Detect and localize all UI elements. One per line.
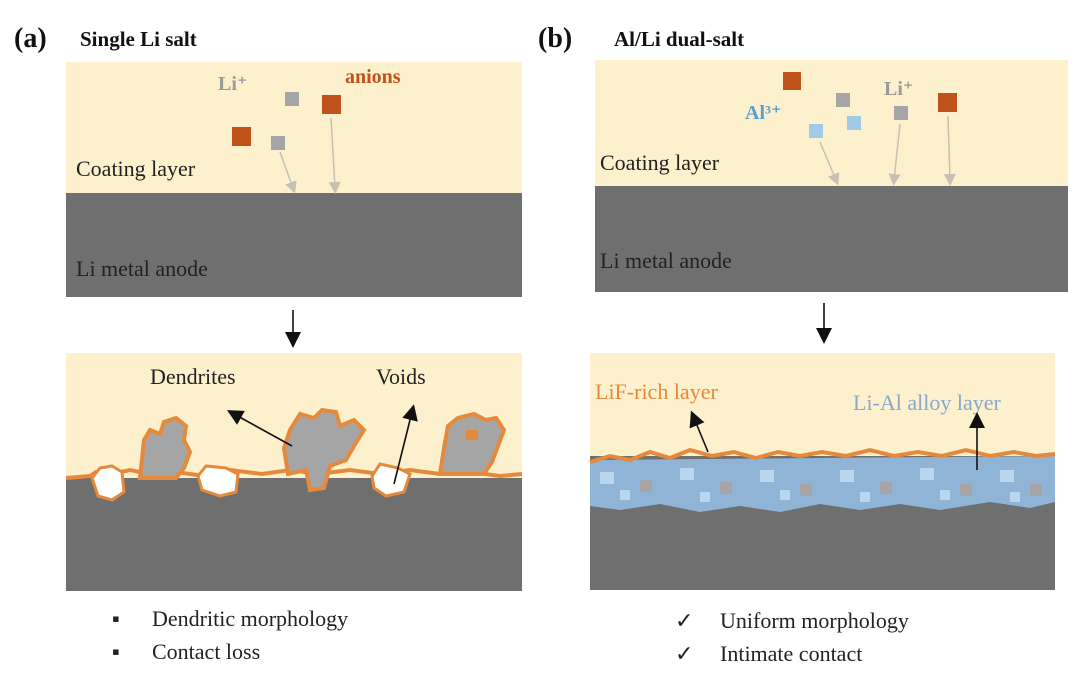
coating-layer-b	[595, 60, 1068, 186]
anode-label-b: Li metal anode	[600, 248, 732, 273]
void-a3	[370, 462, 412, 498]
al-ion-b2	[809, 124, 823, 138]
li-ion-b2	[894, 106, 908, 120]
anion-a2	[232, 127, 251, 146]
panel-b: (b) Al/Li dual-salt Al³⁺ Li⁺ Coating lay…	[538, 23, 1068, 666]
li-al-alloy-label: Li-Al alloy layer	[853, 390, 1002, 415]
anions-label-a: anions	[345, 66, 401, 88]
anode-layer-b	[595, 186, 1068, 292]
bullet-marker-a2: ▪	[112, 639, 120, 664]
panel-a-letter: (a)	[14, 23, 47, 54]
lif-rich-layer-label: LiF-rich layer	[595, 379, 718, 404]
voids-label: Voids	[376, 364, 426, 389]
panel-a: (a) Single Li salt Li⁺ anions Coating la…	[14, 23, 523, 664]
coating-layer-a	[66, 62, 522, 193]
coating-label-b: Coating layer	[600, 150, 720, 175]
bullet-text-a2: Contact loss	[152, 639, 260, 664]
al-ion-label-b: Al³⁺	[745, 102, 782, 124]
bullet-text-a1: Dendritic morphology	[152, 606, 348, 631]
dendrites-pointer	[226, 410, 293, 447]
anion-b1	[783, 72, 801, 90]
ion-flow-arrow-b1	[819, 141, 840, 186]
panel-a-title: Single Li salt	[80, 27, 197, 51]
void-a1	[90, 464, 126, 502]
ion-flow-arrow-a1	[279, 151, 297, 194]
li-ion-b1	[836, 93, 850, 107]
dendrite-a1	[137, 415, 193, 480]
anion-b2	[938, 93, 957, 112]
dendrite-a2	[281, 407, 367, 493]
al-ion-b1	[847, 116, 861, 130]
ion-flow-arrow-a2	[328, 117, 341, 194]
dendrite-a3	[437, 411, 507, 476]
li-ion-a2	[271, 136, 285, 150]
bullet-text-b2: Intimate contact	[720, 641, 862, 666]
bullet-text-b1: Uniform morphology	[720, 608, 909, 633]
bullet-marker-a1: ▪	[112, 606, 120, 631]
li-ion-label-a: Li⁺	[218, 73, 247, 95]
coating-label-a: Coating layer	[76, 156, 196, 181]
void-a2	[196, 464, 240, 498]
check-marker-b2: ✓	[675, 641, 693, 666]
lif-rich-layer	[589, 447, 1056, 464]
voids-pointer	[393, 404, 418, 485]
li-ion-label-b: Li⁺	[884, 78, 913, 100]
alloy-speckles	[600, 468, 1042, 502]
anode-label-a: Li metal anode	[76, 256, 208, 281]
lif-pointer	[689, 410, 709, 453]
panel-b-title: Al/Li dual-salt	[614, 27, 744, 51]
dendrites-label: Dendrites	[150, 364, 236, 389]
li-ion-a1	[285, 92, 299, 106]
check-marker-b1: ✓	[675, 608, 693, 633]
panel-b-letter: (b)	[538, 23, 572, 54]
anion-a1	[322, 95, 341, 114]
ion-flow-arrow-b2	[888, 123, 901, 186]
anode-layer-a-after	[66, 478, 522, 591]
anode-layer-a	[66, 193, 522, 297]
dendrite-a3-spot	[466, 430, 478, 440]
ion-flow-arrow-b3	[943, 115, 956, 186]
